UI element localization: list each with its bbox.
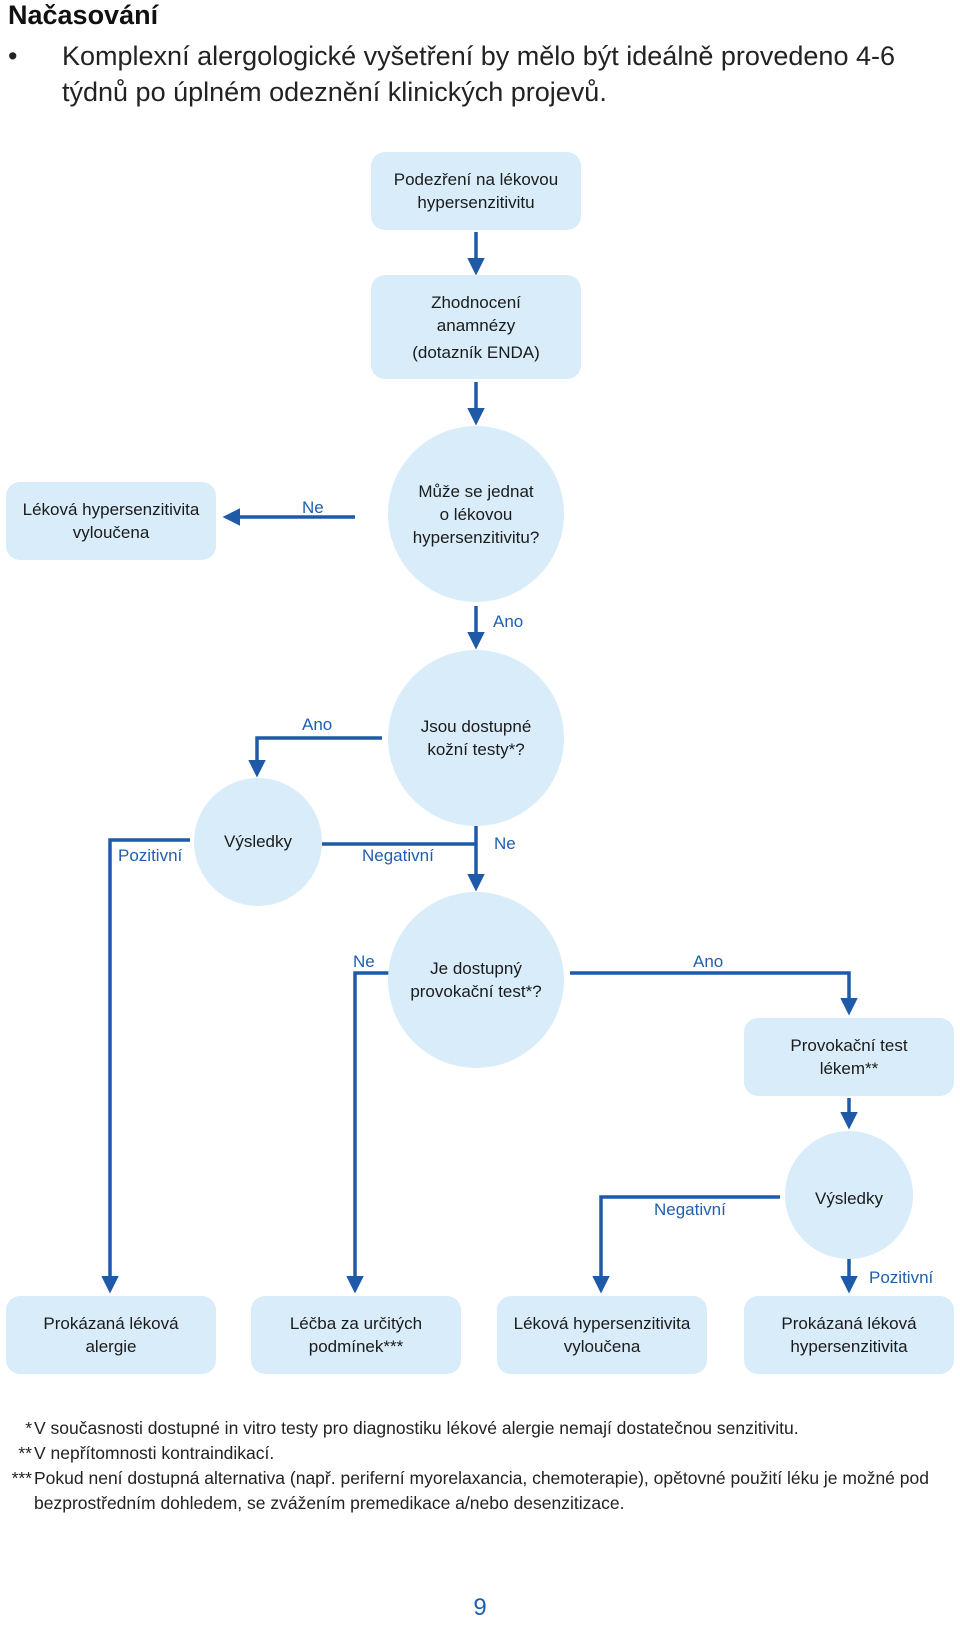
footnote-1-mark: * xyxy=(25,1418,32,1438)
footnote-2-text: V nepřítomnosti kontraindikací. xyxy=(34,1443,275,1463)
label-negativni-2: Negativní xyxy=(654,1200,726,1219)
footnotes: * V současnosti dostupné in vitro testy … xyxy=(12,1416,958,1516)
node-proven-hypersensitivity: Prokázaná léková hypersenzitivita xyxy=(744,1296,954,1374)
label-ano-skin: Ano xyxy=(493,612,524,631)
footnote-2: ** V nepřítomnosti kontraindikací. xyxy=(18,1441,958,1466)
arrow-results-negative-2 xyxy=(592,1195,780,1294)
footnote-3-mark: *** xyxy=(11,1468,32,1488)
arrow-provocation-no xyxy=(346,971,392,1294)
label-ne-treatment: Ne xyxy=(353,952,375,971)
node-suspicion: Podezření na lékovou hypersenzitivitu xyxy=(371,152,581,230)
node-history: Zhodnocení anamnézy (dotazník ENDA) xyxy=(371,275,581,379)
node-could-be-question: Může se jednat o lékovou hypersenzitivit… xyxy=(388,426,564,602)
label-negativni-1: Negativní xyxy=(362,846,434,865)
node-treatment: Léčba za určitých podmínek*** xyxy=(251,1296,461,1374)
node-proven-allergy: Prokázaná léková alergie xyxy=(6,1296,216,1374)
node-results-provocation: Výsledky xyxy=(785,1131,913,1259)
node-skin-tests-question: Jsou dostupné kožní testy*? xyxy=(388,650,564,826)
footnote-1-text: V současnosti dostupné in vitro testy pr… xyxy=(34,1418,799,1438)
node-excluded-top: Léková hypersenzitivita vyloučena xyxy=(6,482,216,560)
timing-bullet: • Komplexní alergologické vyšetření by m… xyxy=(8,38,953,110)
footnote-3: *** Pokud není dostupná alternativa (nap… xyxy=(12,1466,958,1516)
label-pozitivni-2: Pozitivní xyxy=(869,1268,934,1287)
page-number: 9 xyxy=(473,1594,487,1621)
label-ne-provocation: Ne xyxy=(494,834,516,853)
node-results-skin: Výsledky xyxy=(194,778,322,906)
arrow-skin-to-results xyxy=(248,736,382,778)
bullet-text: Komplexní alergologické vyšetření by měl… xyxy=(62,41,895,107)
node-provocation-question: Je dostupný provokační test*? xyxy=(388,892,564,1068)
footnote-3-text: Pokud není dostupná alternativa (např. p… xyxy=(34,1468,929,1513)
node-excluded-bottom: Léková hypersenzitivita vyloučena xyxy=(497,1296,707,1374)
label-pozitivni-1: Pozitivní xyxy=(118,846,183,865)
section-heading: Načasování xyxy=(8,0,159,30)
bullet-marker: • xyxy=(8,41,18,71)
label-ano-provocation: Ano xyxy=(693,952,724,971)
footnote-2-mark: ** xyxy=(18,1443,32,1463)
arrow-results-positive xyxy=(101,838,190,1294)
node-provocation-test: Provokační test lékem** xyxy=(744,1018,954,1096)
arrow-provocation-yes xyxy=(570,971,858,1016)
footnote-1: * V současnosti dostupné in vitro testy … xyxy=(18,1416,958,1441)
label-ano-results: Ano xyxy=(302,715,333,734)
label-ne-excluded: Ne xyxy=(302,498,324,517)
